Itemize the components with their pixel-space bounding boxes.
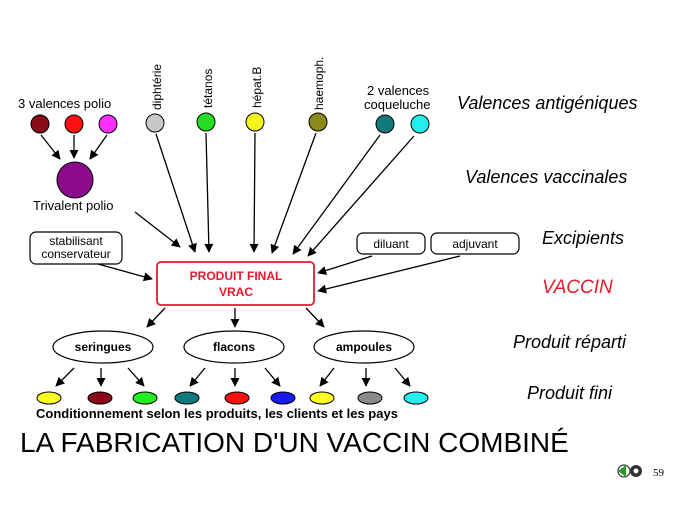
fini-dot-5	[224, 391, 250, 405]
stage-valences-vaccinales: Valences vaccinales	[465, 167, 627, 187]
page-number: 59	[653, 467, 665, 479]
arrow-polio-3	[89, 134, 108, 160]
label-diphterie: diphtérie	[150, 64, 164, 110]
arrow-to-seringues	[146, 307, 166, 328]
arrow-adjuvant	[317, 255, 461, 294]
coqueluche-1-dot	[375, 114, 395, 134]
arrow-fini-9	[394, 367, 411, 387]
label-ampoules: ampoules	[336, 340, 392, 354]
polio-valence-1-dot	[30, 114, 50, 134]
arrow-diphterie	[155, 133, 197, 253]
flacons-ellipse	[183, 330, 285, 364]
ampoules-ellipse	[313, 330, 415, 364]
label-adjuvant: adjuvant	[452, 237, 498, 251]
label-tetanos: tétanos	[201, 69, 215, 108]
label-2-valences: 2 valences	[367, 83, 430, 98]
fini-dot-4	[174, 391, 200, 405]
stage-valences-antigeniques: Valences antigéniques	[457, 93, 637, 113]
produit-final-box	[156, 261, 315, 306]
arrow-hepat-b	[249, 132, 259, 253]
fini-dot-6	[270, 391, 296, 405]
fini-dot-9	[403, 391, 429, 405]
label-seringues: seringues	[75, 340, 132, 354]
seringues-ellipse	[52, 330, 154, 364]
page-title: LA FABRICATION D'UN VACCIN COMBINÉ	[20, 427, 569, 458]
stage-produit-reparti: Produit réparti	[513, 332, 627, 352]
label-hepat-b: hépat.B	[250, 67, 264, 108]
coqueluche-2-dot	[410, 114, 430, 134]
fini-dot-7	[309, 391, 335, 405]
arrow-polio-1	[40, 134, 61, 160]
label-conservateur: conservateur	[41, 247, 110, 261]
stage-vaccin: VACCIN	[542, 277, 613, 298]
fini-dot-2	[87, 391, 113, 405]
haemoph-dot	[308, 112, 328, 132]
arrow-tetanos	[204, 132, 214, 253]
arrow-coqueluche-2	[307, 135, 415, 257]
label-vrac: VRAC	[219, 285, 253, 299]
arrow-fini-7	[319, 367, 335, 387]
arrow-fini-3	[127, 367, 145, 387]
stabilisant-box	[29, 231, 123, 265]
label-diluant: diluant	[373, 237, 409, 251]
arrow-fini-6	[264, 367, 281, 387]
fini-dot-3	[132, 391, 158, 405]
arrow-coqueluche-1	[292, 134, 381, 255]
arrow-stabilisant	[97, 263, 153, 282]
arrow-haemoph	[270, 132, 317, 254]
stage-excipients: Excipients	[542, 228, 624, 248]
fini-dot-1	[36, 391, 62, 405]
conditionnement-text: Conditionnement selon les produits, les …	[36, 406, 398, 421]
label-produit-final: PRODUIT FINAL	[190, 269, 283, 283]
label-haemoph: haemoph.	[312, 57, 326, 110]
adjuvant-box	[430, 232, 520, 255]
polio-valence-2-dot	[64, 114, 84, 134]
arrow-fini-1	[55, 367, 75, 387]
label-stabilisant: stabilisant	[49, 234, 103, 248]
polio-valence-3-dot	[98, 114, 118, 134]
fini-dot-8	[357, 391, 383, 405]
label-trivalent-polio: Trivalent polio	[33, 198, 113, 213]
diluant-box	[356, 232, 426, 255]
diphterie-dot	[145, 113, 165, 133]
label-coqueluche: coqueluche	[364, 97, 431, 112]
arrow-to-ampoules	[305, 307, 325, 328]
hepat-b-dot	[245, 112, 265, 132]
arrow-fini-4	[189, 367, 206, 387]
stage-produit-fini: Produit fini	[527, 383, 613, 403]
arrow-trivalent	[134, 211, 181, 248]
label-flacons: flacons	[213, 340, 255, 354]
logo-icon	[617, 464, 642, 478]
trivalent-polio-dot	[56, 161, 94, 199]
arrow-diluant	[317, 255, 373, 275]
label-3-valences-polio: 3 valences polio	[18, 96, 111, 111]
tetanos-dot	[196, 112, 216, 132]
